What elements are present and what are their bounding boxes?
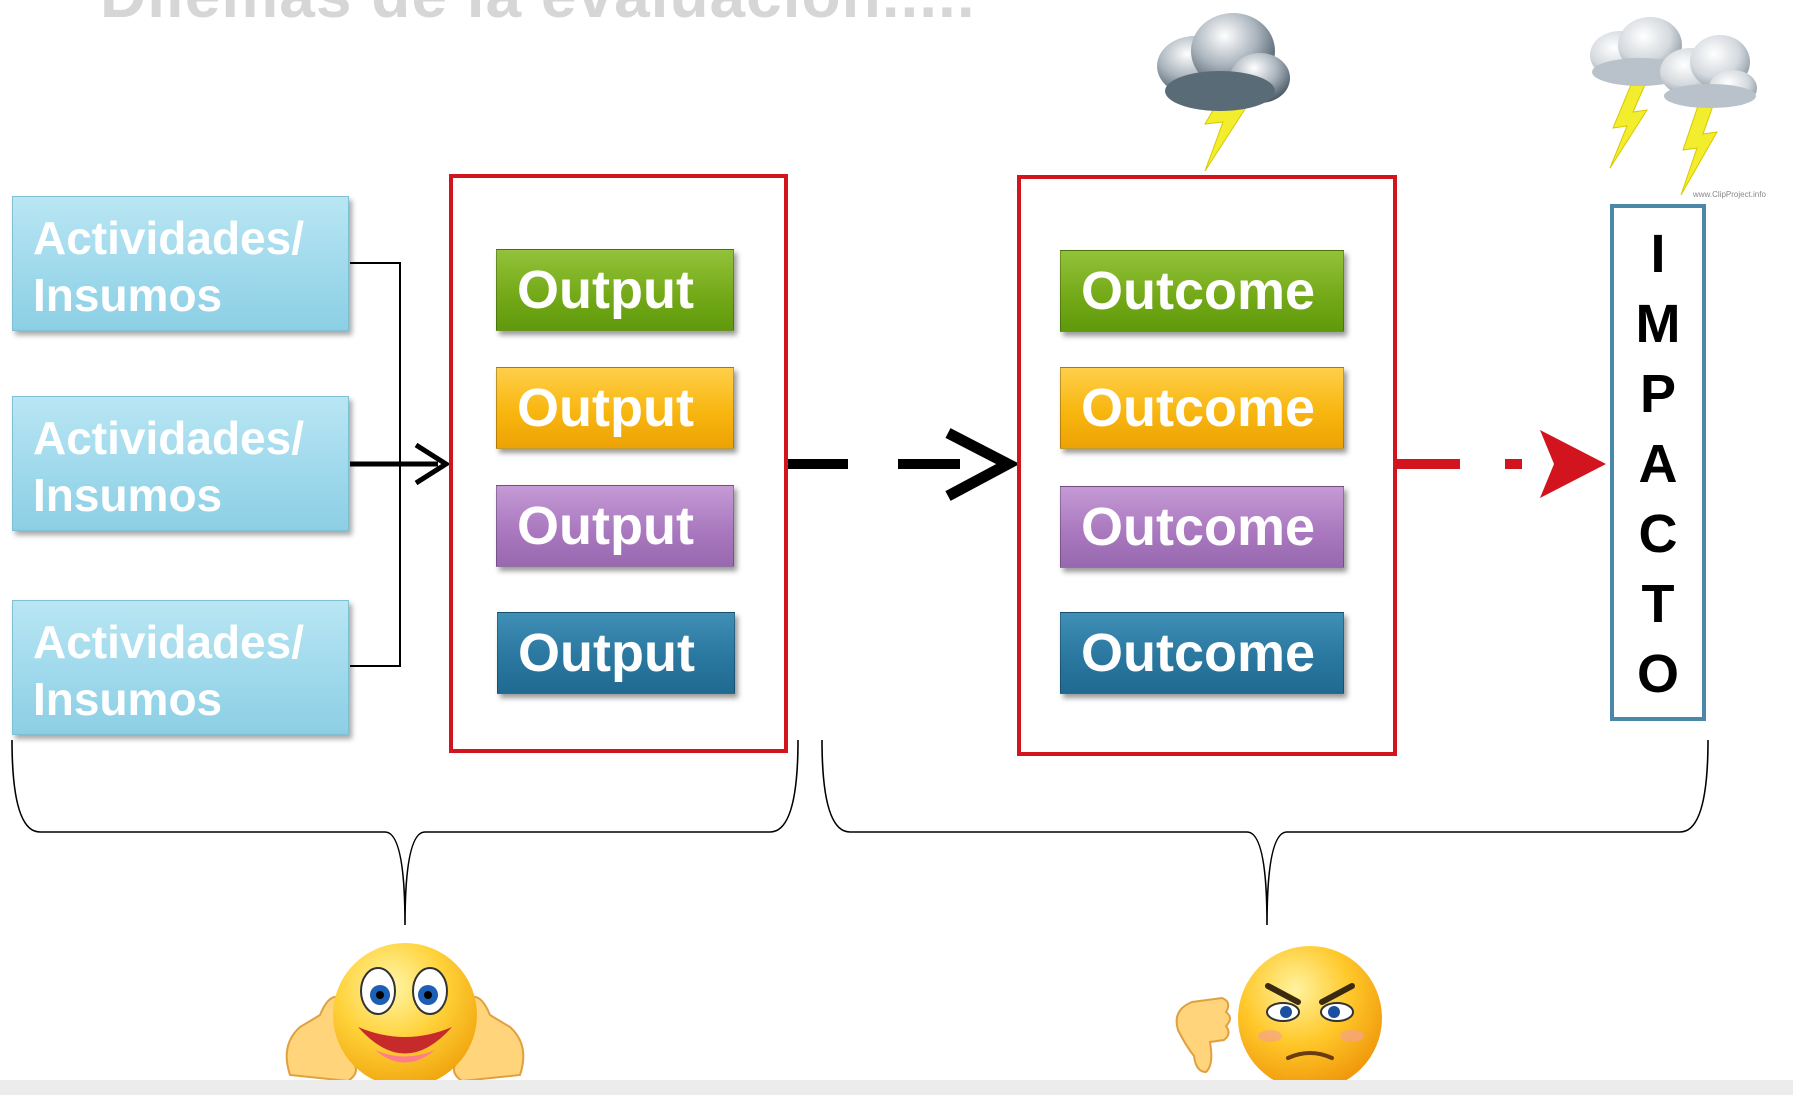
outcome-blue: Outcome bbox=[1060, 612, 1344, 694]
output-blue: Output bbox=[497, 612, 735, 694]
activity-label: Actividades/ Insumos bbox=[33, 212, 304, 321]
outputs-frame bbox=[449, 174, 788, 753]
output-label: Output bbox=[517, 260, 694, 320]
impact-letter: A bbox=[1638, 434, 1678, 494]
double-storm-cloud-icon bbox=[1590, 17, 1757, 196]
left-brace bbox=[11, 739, 799, 926]
impact-letter: T bbox=[1641, 574, 1675, 634]
output-yellow: Output bbox=[496, 367, 734, 449]
output-green: Output bbox=[496, 249, 734, 331]
storm-cloud-icon bbox=[1157, 13, 1290, 172]
outcome-green: Outcome bbox=[1060, 250, 1344, 332]
outcome-yellow: Outcome bbox=[1060, 367, 1344, 449]
output-label: Output bbox=[517, 378, 694, 438]
outcomes-to-impact-arrow-head bbox=[1540, 430, 1606, 498]
impact-letter: I bbox=[1650, 224, 1666, 284]
impact-letter: C bbox=[1638, 504, 1678, 564]
right-brace bbox=[821, 739, 1709, 926]
outputs-to-outcomes-arrow-head bbox=[945, 428, 1020, 501]
activity-box-1: Actividades/ Insumos bbox=[12, 196, 349, 331]
output-label: Output bbox=[517, 496, 694, 556]
outcomes-frame bbox=[1017, 175, 1397, 756]
angry-thumbs-down-emoji-icon bbox=[1175, 946, 1382, 1090]
impact-box: I M P A C T O bbox=[1610, 204, 1706, 721]
outcome-label: Outcome bbox=[1081, 261, 1316, 321]
outcome-label: Outcome bbox=[1081, 497, 1316, 557]
output-purple: Output bbox=[496, 485, 734, 567]
activity-label: Actividades/ Insumos bbox=[33, 616, 304, 725]
storm-credit: www.ClipProject.info bbox=[1693, 190, 1766, 199]
outcome-purple: Outcome bbox=[1060, 486, 1344, 568]
slide-title: Dilemas de la evaluación..... bbox=[100, 0, 976, 32]
activity-box-2: Actividades/ Insumos bbox=[12, 396, 349, 531]
impact-letter: O bbox=[1636, 644, 1679, 704]
outcome-label: Outcome bbox=[1081, 623, 1316, 683]
outcome-label: Outcome bbox=[1081, 378, 1316, 438]
footer-bar bbox=[0, 1080, 1793, 1095]
impact-letter: M bbox=[1635, 294, 1681, 354]
impact-letter: P bbox=[1639, 364, 1677, 424]
output-label: Output bbox=[518, 623, 695, 683]
activity-label: Actividades/ Insumos bbox=[33, 412, 304, 521]
activities-arrow-head bbox=[414, 442, 451, 486]
activity-box-3: Actividades/ Insumos bbox=[12, 600, 349, 735]
happy-thumbs-up-emoji-icon bbox=[285, 943, 525, 1087]
